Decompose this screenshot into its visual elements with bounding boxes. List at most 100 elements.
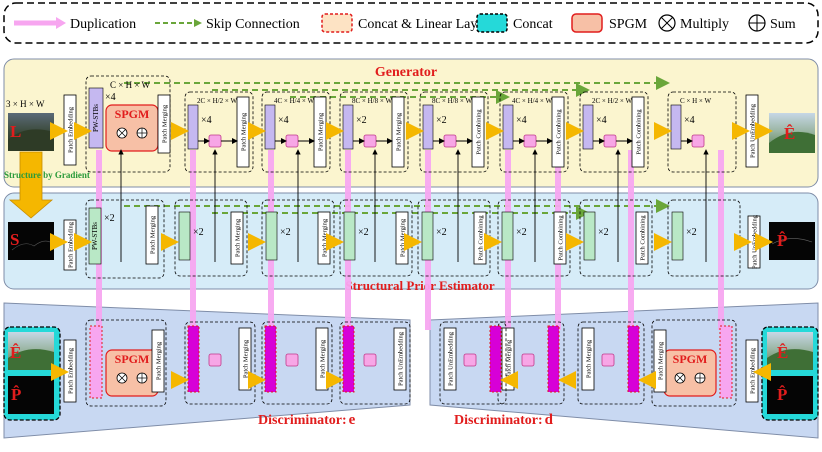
gradient-label: Structure by Gradient bbox=[4, 170, 90, 180]
concat-linear-swatch bbox=[321, 13, 353, 33]
sum-icon bbox=[748, 14, 766, 32]
dd-linear-4 bbox=[463, 353, 477, 367]
gen-stage-7-reps: ×4 bbox=[596, 115, 607, 126]
gen-patch-merging-4 bbox=[391, 96, 405, 168]
dd-stage-4 bbox=[439, 321, 507, 405]
dd-concat-linear-2 bbox=[627, 325, 640, 393]
gen-pw-stbs bbox=[88, 87, 104, 149]
gen-stage-7-dims: 2C × H/2 × W/2 bbox=[592, 97, 638, 105]
est-patch-merging-1-label: Patch Merging bbox=[150, 215, 157, 254]
de-concat-linear-4 bbox=[342, 325, 355, 393]
gen-patch-embedding-label: Patch Embedding bbox=[68, 106, 75, 153]
de-patch-merging-2-label: Patch Merging bbox=[243, 339, 250, 378]
gen-linear-3 bbox=[285, 134, 299, 148]
est-stage-1-reps: ×2 bbox=[104, 213, 115, 224]
de-patch-unembedding-4 bbox=[393, 327, 407, 391]
est-patch-combining-7 bbox=[635, 211, 649, 265]
gen-patch-merging-1-label: Patch Merging bbox=[162, 104, 169, 143]
structural-prior-image bbox=[769, 222, 815, 260]
generator-input-dims: 3 × H × W bbox=[6, 99, 45, 109]
gen-linear-8 bbox=[691, 134, 705, 148]
de-patch-merging-1 bbox=[151, 329, 165, 393]
de-stage-2 bbox=[184, 321, 256, 405]
dd-patch-embedding-label: Patch Embedding bbox=[750, 347, 757, 394]
gen-block-4 bbox=[342, 104, 354, 150]
gen-stage-6-reps: ×4 bbox=[516, 115, 527, 126]
duplication-link-8 bbox=[628, 150, 634, 330]
est-patch-combining-5-label: Patch Combining bbox=[478, 215, 485, 261]
gen-pw-stbs-label: PW-STBs bbox=[92, 104, 100, 132]
disc-d-input-top: Ê bbox=[777, 343, 788, 362]
estimator-title: Structural Prior Estimator bbox=[345, 278, 494, 293]
est-patch-unembedding-label: Patch UnEmbedding bbox=[752, 214, 759, 269]
est-stage-4-reps: ×2 bbox=[358, 227, 369, 238]
gen-stage-1-dims: C × H × W bbox=[110, 80, 150, 90]
gen-patch-combining-6-label: Patch Combining bbox=[556, 109, 563, 155]
gen-linear-7 bbox=[603, 134, 617, 148]
gen-stage-1-reps: ×4 bbox=[105, 92, 116, 103]
duplication-link-2 bbox=[190, 150, 196, 330]
gen-stage-5-dims: 8C × H/8 × W/8 bbox=[432, 97, 478, 105]
est-pw-stbs-label: PW-STBs bbox=[91, 222, 99, 250]
de-spgm-label: SPGM bbox=[115, 352, 150, 366]
gen-stage-3-dims: 4C × H/4 × W/4 bbox=[274, 97, 320, 105]
gen-stage-2-reps: ×4 bbox=[201, 115, 212, 126]
spgm-swatch bbox=[571, 13, 603, 33]
dd-spgm-label: SPGM bbox=[673, 352, 708, 366]
legend-skip: Skip Connection bbox=[206, 17, 300, 32]
gen-patch-merging-4-label: Patch Merging bbox=[396, 112, 403, 151]
gen-stage-4-dims: 8C × H/8 × W/8 bbox=[352, 97, 398, 105]
est-patch-merging-4-label: Patch Merging bbox=[400, 218, 407, 257]
dd-stage-2 bbox=[577, 321, 645, 405]
estimator-input-label: S bbox=[10, 230, 19, 249]
gen-patch-unembedding-label: Patch UnEmbedding bbox=[750, 103, 757, 158]
est-stage-3-reps: ×2 bbox=[280, 227, 291, 238]
gen-patch-combining-5-label: Patch Combining bbox=[476, 109, 483, 155]
dd-patch-unembedding-4-label: Patch UnEmbedding bbox=[448, 331, 455, 386]
gen-patch-combining-5 bbox=[471, 96, 485, 168]
dd-patch-merging-1 bbox=[653, 329, 667, 393]
est-block-6 bbox=[501, 211, 514, 261]
gen-stage-8-dims: C × H × W bbox=[680, 97, 711, 105]
gen-patch-merging-2-label: Patch Merging bbox=[241, 112, 248, 151]
est-stage-8-reps: ×2 bbox=[686, 227, 697, 238]
est-block-8 bbox=[671, 211, 684, 261]
est-stage-6-reps: ×2 bbox=[516, 227, 527, 238]
est-patch-merging-1 bbox=[145, 205, 159, 265]
gen-stage-8-reps: ×4 bbox=[684, 115, 695, 126]
dd-stage-1 bbox=[651, 319, 737, 407]
dd-patch-merging-2 bbox=[581, 327, 595, 391]
est-patch-merging-2 bbox=[230, 211, 244, 265]
dd-patch-merging-1-label: Patch Merging bbox=[658, 341, 665, 380]
gen-patch-combining-7 bbox=[631, 96, 645, 168]
legend-concat-linear: Concat & Linear Layer bbox=[358, 17, 489, 32]
disc-e-input-top: Ê bbox=[10, 343, 21, 362]
disc-e-title: Discriminator:e bbox=[258, 412, 356, 428]
dd-linear-3 bbox=[521, 353, 535, 367]
legend-concat: Concat bbox=[513, 17, 553, 32]
de-stage-3 bbox=[261, 321, 333, 405]
est-stage-7-reps: ×2 bbox=[598, 227, 609, 238]
est-block-4 bbox=[343, 211, 356, 261]
gen-patch-merging-3-label: Patch Merging bbox=[318, 112, 325, 151]
gen-stage-7 bbox=[579, 91, 649, 173]
gen-linear-5 bbox=[443, 134, 457, 148]
gen-patch-combining-6 bbox=[551, 96, 565, 168]
gen-stage-2-dims: 2C × H/2 × W/2 bbox=[197, 97, 243, 105]
de-linear-4 bbox=[363, 353, 377, 367]
multiply-icon bbox=[658, 14, 676, 32]
dd-concat-linear-3 bbox=[547, 325, 560, 393]
gen-patch-combining-7-label: Patch Combining bbox=[636, 109, 643, 155]
gen-patch-merging-1 bbox=[157, 94, 171, 154]
generator-input-label: L bbox=[10, 122, 21, 141]
est-block-3 bbox=[265, 211, 278, 261]
gen-linear-6 bbox=[523, 134, 537, 148]
gen-block-5 bbox=[422, 104, 434, 150]
de-concat-linear-1 bbox=[89, 325, 103, 399]
legend-box bbox=[3, 2, 819, 44]
legend-sum: Sum bbox=[770, 17, 796, 32]
gen-stage-6-dims: 4C × H/4 × W/4 bbox=[512, 97, 558, 105]
de-patch-merging-3-label: Patch Merging bbox=[320, 339, 327, 378]
